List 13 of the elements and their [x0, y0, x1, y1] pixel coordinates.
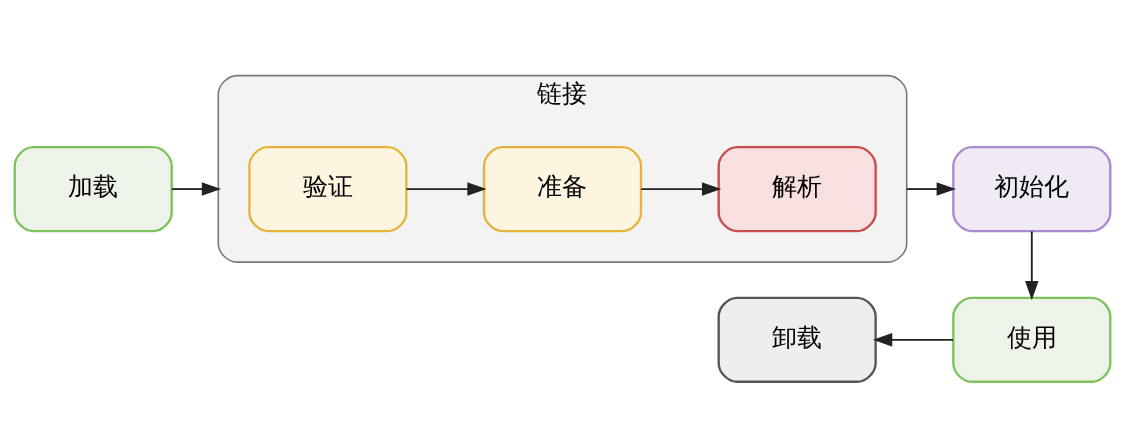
arrow	[640, 181, 722, 196]
node-box: 验证	[248, 145, 408, 232]
arrow	[873, 332, 955, 347]
arrow	[170, 181, 222, 196]
node-box: 卸载	[717, 296, 877, 383]
node-box: 加载	[13, 145, 173, 232]
node-box: 准备	[482, 145, 643, 232]
node-box: 初始化	[952, 145, 1112, 232]
node-box: 使用	[952, 296, 1112, 383]
node-box: 解析	[717, 145, 877, 232]
arrow	[405, 181, 487, 196]
arrow	[905, 181, 956, 196]
arrow	[1025, 229, 1039, 300]
